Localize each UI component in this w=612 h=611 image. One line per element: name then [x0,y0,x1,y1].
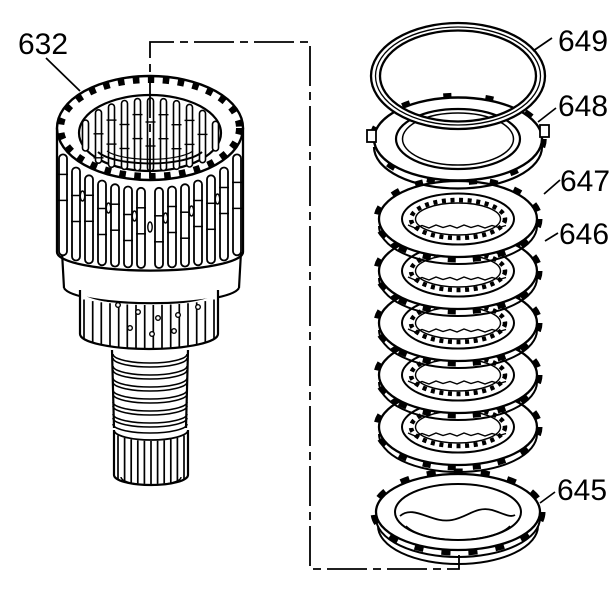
leader-648 [537,107,557,123]
apply-plate-645 [370,468,546,565]
leader-lines [45,37,561,504]
part-label-647: 647 [560,165,610,198]
assembly-centerline [149,41,460,570]
part-label-649: 649 [558,25,608,58]
part-label-645: 645 [557,474,607,507]
housing-interior-splines [81,97,220,172]
leader-645 [539,491,556,504]
part-label-646: 646 [559,218,609,251]
clutch-housing-632 [55,74,245,487]
leader-646 [544,232,559,242]
grooved-neck [110,349,190,437]
leader-649 [532,37,553,52]
leader-647 [543,179,561,195]
clutch-plate-stack [366,21,550,565]
splined-shaft-tip [112,429,190,487]
snap-ring-649 [369,21,547,131]
housing-wall-slots [58,153,242,269]
part-label-648: 648 [558,90,608,123]
leader-632 [45,57,81,92]
part-label-632: 632 [18,28,68,61]
splined-hub [78,290,220,351]
